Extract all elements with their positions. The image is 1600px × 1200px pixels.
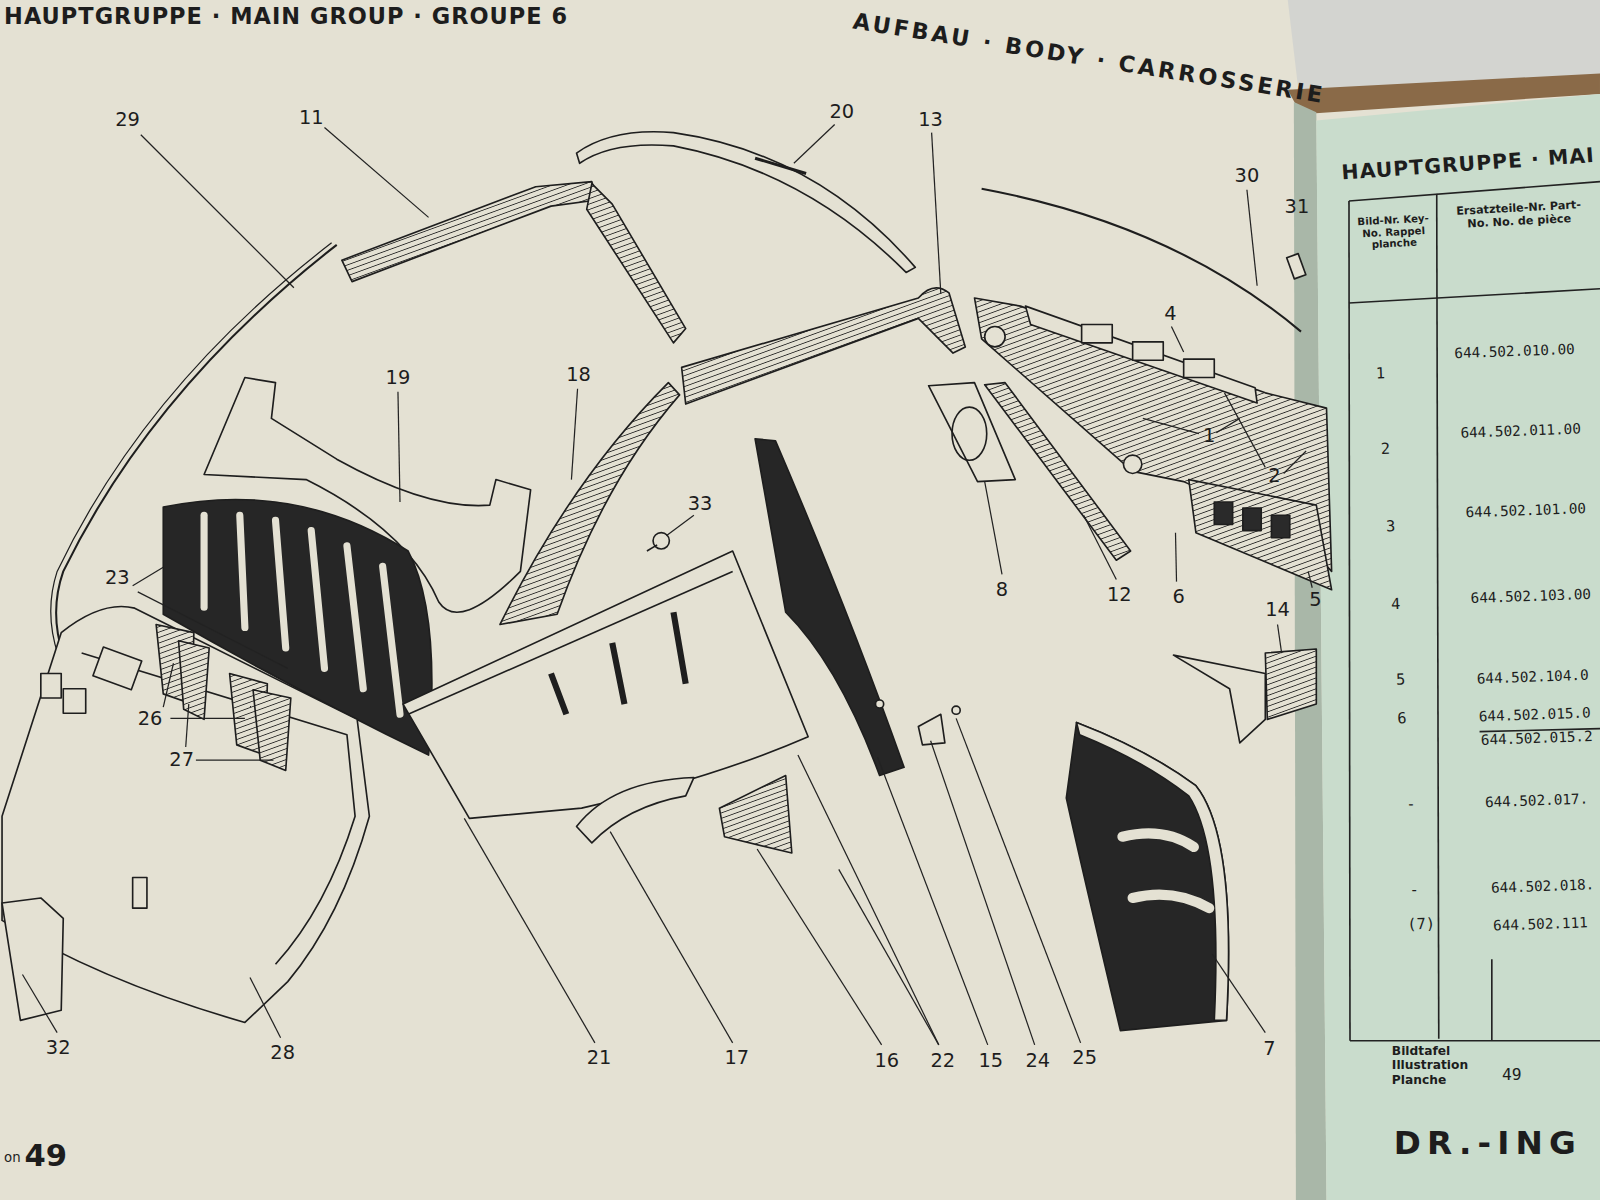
callout-number: 30 [1235,164,1260,186]
callout-number: 2 [1268,464,1280,486]
key-number: 4 [1391,596,1401,614]
page-number: 49 [24,1139,67,1174]
page-number: on [4,1151,21,1166]
table-header: Bild-Nr. Key-No. Rappel planche [1353,212,1434,251]
callout-number: 7 [1263,1038,1275,1060]
callout-number: 14 [1265,599,1290,621]
callout-number: 21 [587,1047,612,1069]
callout-number: 24 [1025,1050,1050,1072]
callout-number: 29 [115,108,140,130]
key-number: 1 [1375,365,1385,383]
table-caption: Bildtafel Illustration Planche [1392,1045,1470,1087]
callout-number: 17 [724,1047,749,1069]
callout-number: 25 [1072,1047,1097,1069]
callout-number: 19 [386,366,411,388]
key-number: - [1409,881,1419,899]
page-heading: HAUPTGRUPPE · MAIN GROUP · GROUPE 6 [4,4,568,30]
part-number: 644.502.111 [1493,914,1588,934]
callout-number: 28 [270,1042,295,1064]
key-number: (7) [1407,915,1435,934]
key-number: - [1406,796,1416,814]
callout-number: 31 [1285,196,1310,218]
callout-number: 33 [688,493,713,515]
plate-number: 49 [1502,1065,1522,1084]
publisher-name: DR.-ING [1394,1124,1582,1162]
callout-number: 26 [138,707,163,729]
key-number: 3 [1386,518,1396,536]
callout-number: 32 [46,1037,71,1059]
callout-number: 16 [874,1050,899,1072]
callout-number: 1 [1203,425,1215,447]
callout-number: 13 [918,108,943,130]
key-number: 2 [1381,440,1391,458]
key-number: 5 [1396,671,1406,689]
callout-number: 23 [105,566,130,588]
callout-number: 27 [169,749,194,771]
callout-number: 5 [1309,589,1321,611]
callout-number: 4 [1164,303,1176,325]
callout-number: 22 [931,1050,956,1072]
key-number: 6 [1397,710,1407,728]
callout-number: 18 [566,363,591,385]
callout-number: 6 [1172,586,1184,608]
callout-number: 12 [1107,584,1132,606]
callout-number: 8 [996,579,1008,601]
callout-number: 11 [299,106,324,128]
callout-number: 20 [829,101,854,123]
callout-number: 15 [978,1050,1003,1072]
